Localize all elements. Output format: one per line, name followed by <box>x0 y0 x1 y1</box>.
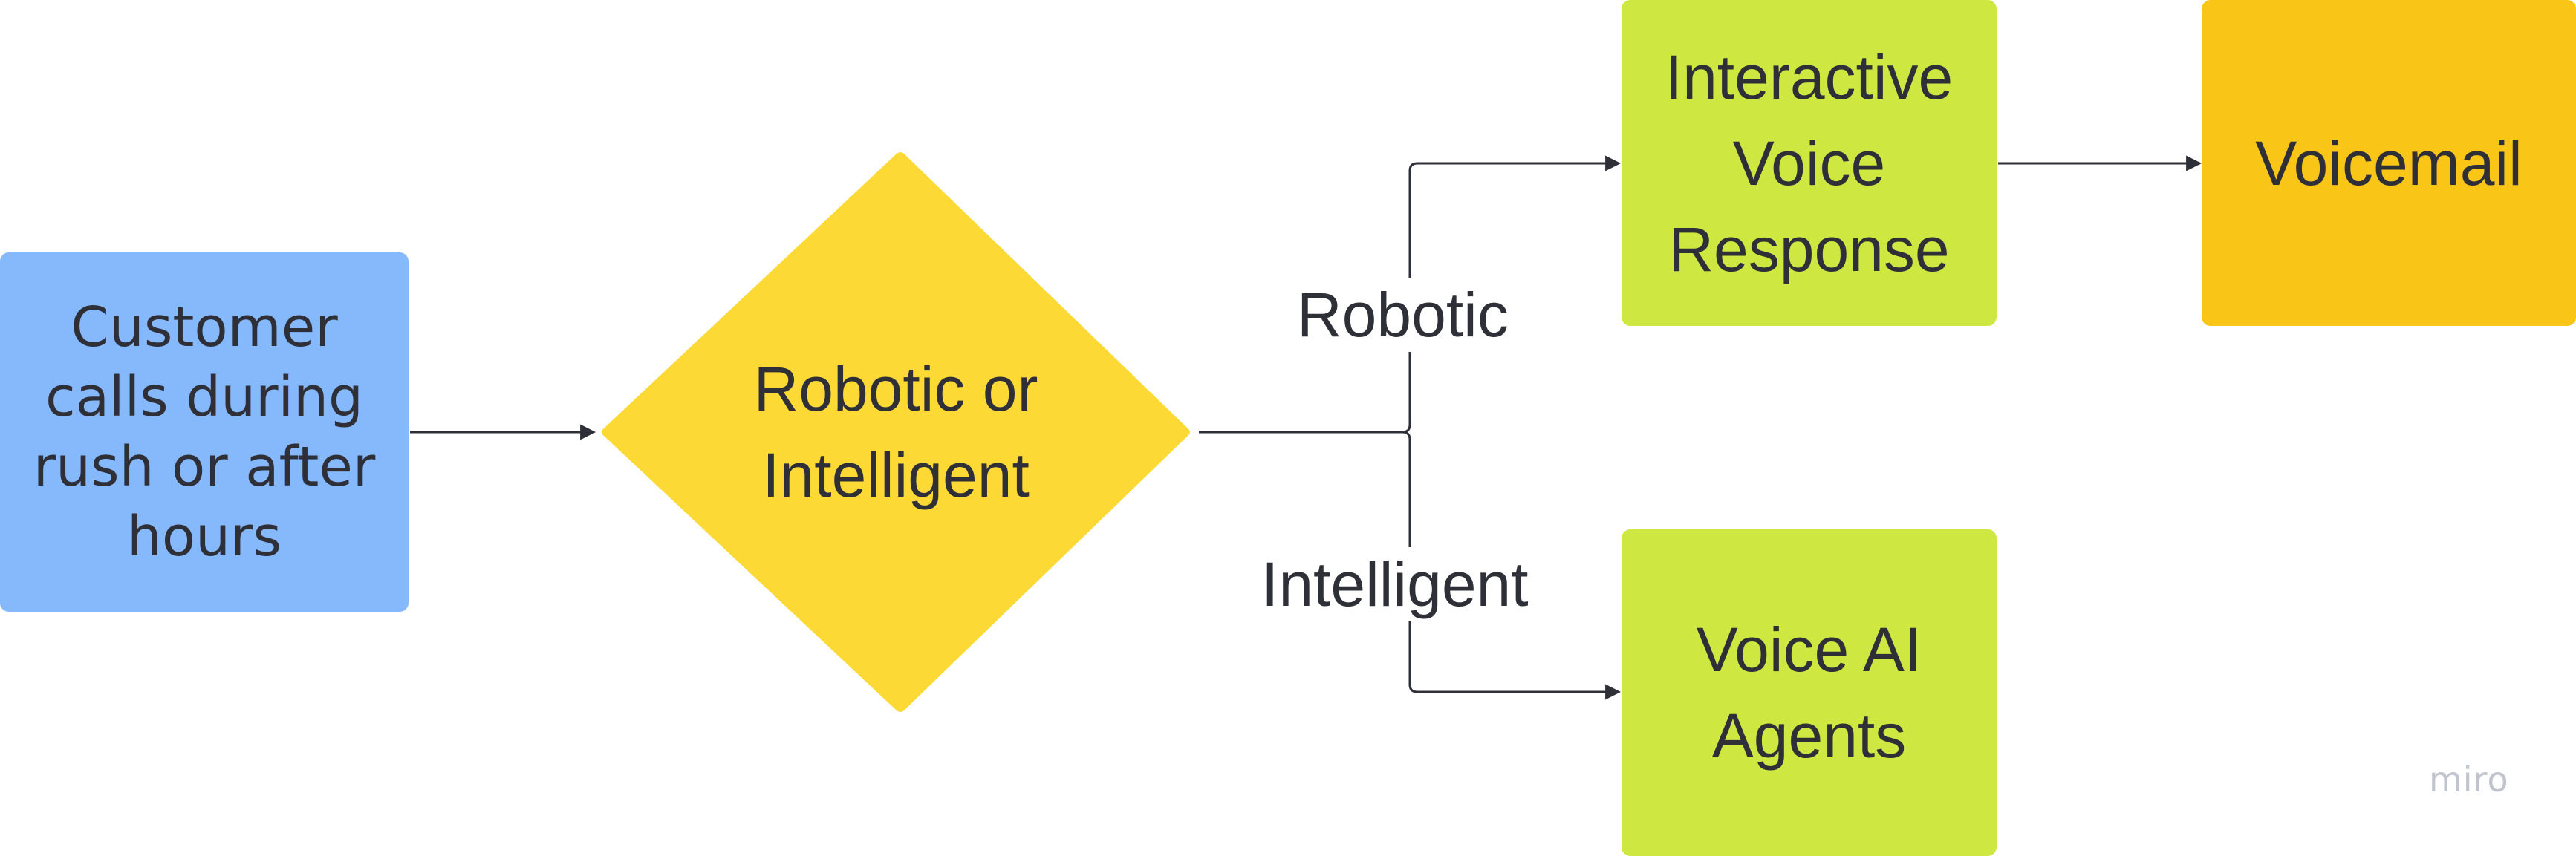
node-interactive-voice-response[interactable]: Interactive Voice Response <box>1622 0 1997 326</box>
connector-decision-to-voice-ai <box>1402 431 1622 700</box>
diamond-shape <box>602 152 1190 712</box>
node-customer-calls[interactable]: Customer calls during rush or after hour… <box>0 252 409 612</box>
edge-label-robotic: Robotic <box>1292 278 1513 352</box>
edge-label-intelligent: Intelligent <box>1257 547 1533 621</box>
decision-diamond[interactable]: Robotic or Intelligent <box>594 148 1197 716</box>
node-voicemail[interactable]: Voicemail <box>2202 0 2576 326</box>
node-voice-ai-agents[interactable]: Voice AI Agents <box>1622 529 1997 856</box>
decision-label: Robotic or Intelligent <box>753 354 1038 510</box>
miro-watermark: miro <box>2429 759 2509 800</box>
